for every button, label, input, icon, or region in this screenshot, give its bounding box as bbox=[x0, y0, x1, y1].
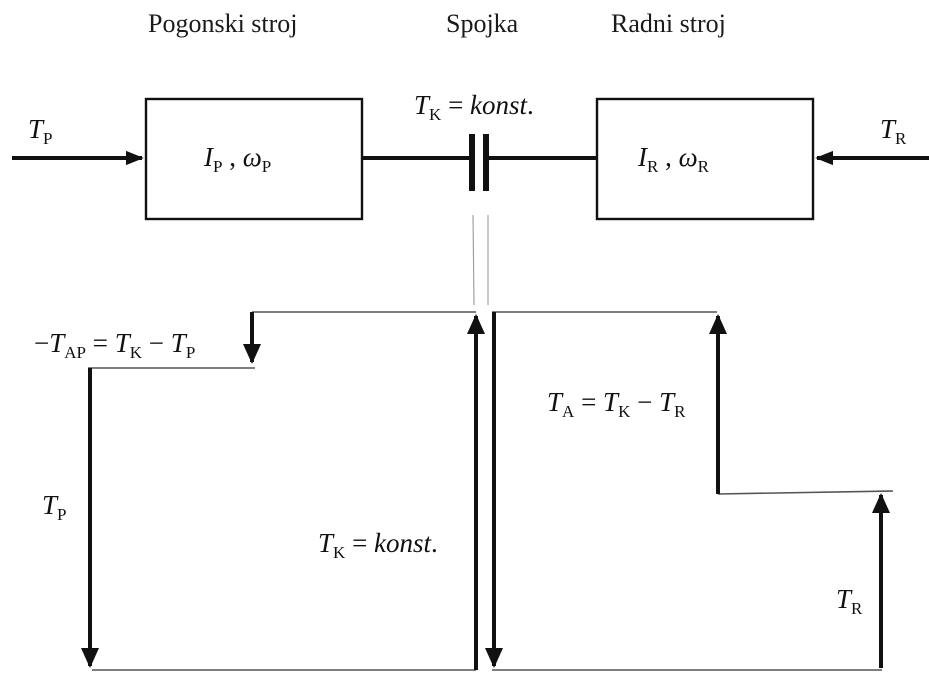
working-box-label: IR , ωR bbox=[637, 142, 710, 176]
tp-label: TP bbox=[42, 490, 67, 524]
tk-label: TK = konst. bbox=[318, 528, 438, 562]
projection-line-left bbox=[472, 214, 475, 306]
header-driving-machine: Pogonski stroj bbox=[148, 9, 298, 38]
working-machine-box bbox=[595, 97, 815, 221]
driving-box-label: IP , ωP bbox=[203, 142, 271, 176]
input-torque-label: TP bbox=[28, 114, 53, 148]
header-working-machine: Radni stroj bbox=[611, 9, 726, 38]
header-coupling: Spojka bbox=[446, 9, 519, 38]
tap-label: −TAP = TK − TP bbox=[34, 328, 195, 362]
tr-label: TR bbox=[836, 584, 863, 618]
coupling-torque-label: TK = konst. bbox=[414, 90, 534, 124]
output-torque-label: TR bbox=[880, 114, 907, 148]
right-step-line bbox=[717, 490, 894, 495]
ta-label: TA = TK − TR bbox=[547, 387, 686, 421]
driving-machine-box bbox=[144, 97, 364, 221]
